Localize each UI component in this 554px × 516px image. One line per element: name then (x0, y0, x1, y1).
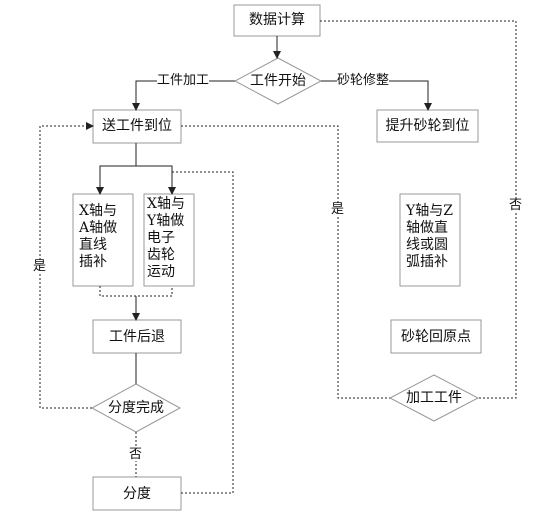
yz-interp-box (399, 193, 461, 287)
data-calc-label: 数据计算 (249, 12, 305, 28)
xa-interp-box (72, 193, 134, 287)
send-workpiece-label: 送工件到位 (102, 118, 172, 134)
wheel-home-label: 砂轮回原点 (401, 329, 471, 345)
arrow-send-to-ygear (136, 165, 176, 195)
machining-diamond (388, 374, 480, 422)
edge-label-workpiece-machining: 工件加工 (157, 73, 210, 88)
arrow-send-to-xa (96, 143, 137, 195)
edge-label-yes-left: 是 (33, 259, 47, 274)
edge-label-yes-mid: 是 (331, 202, 345, 217)
edge-label-wheel-dressing: 砂轮修整 (337, 73, 390, 88)
machining-label: 加工工件 (406, 390, 462, 406)
edge-label-no-right: 否 (509, 198, 523, 213)
indexing-box (92, 476, 182, 511)
work-retreat-label: 工件后退 (109, 329, 165, 345)
work-start-label: 工件开始 (250, 73, 306, 89)
loop-yes-mid (181, 125, 390, 399)
edge-label-no-bottom: 否 (129, 447, 143, 462)
xa-interp-label: X轴与 A轴做 直线 插补 (79, 203, 118, 270)
lift-wheel-box (376, 109, 479, 143)
work-start-diamond (233, 57, 323, 105)
yz-interp-label: Y轴与Z 轴做直 线或圆 弧插补 (406, 203, 453, 270)
data-calc-box (233, 4, 321, 37)
lift-wheel-label: 提升砂轮到位 (385, 118, 470, 134)
index-done-label: 分度完成 (108, 400, 164, 416)
y-gear-label: X轴与 Y轴做 电子 齿轮 运动 (147, 196, 185, 280)
loop-indexing-back (172, 171, 234, 494)
y-gear-box (143, 193, 195, 287)
work-retreat-box (92, 319, 182, 354)
indexing-label: 分度 (123, 486, 151, 502)
join-parallel (99, 286, 173, 297)
wheel-home-box (390, 319, 482, 354)
